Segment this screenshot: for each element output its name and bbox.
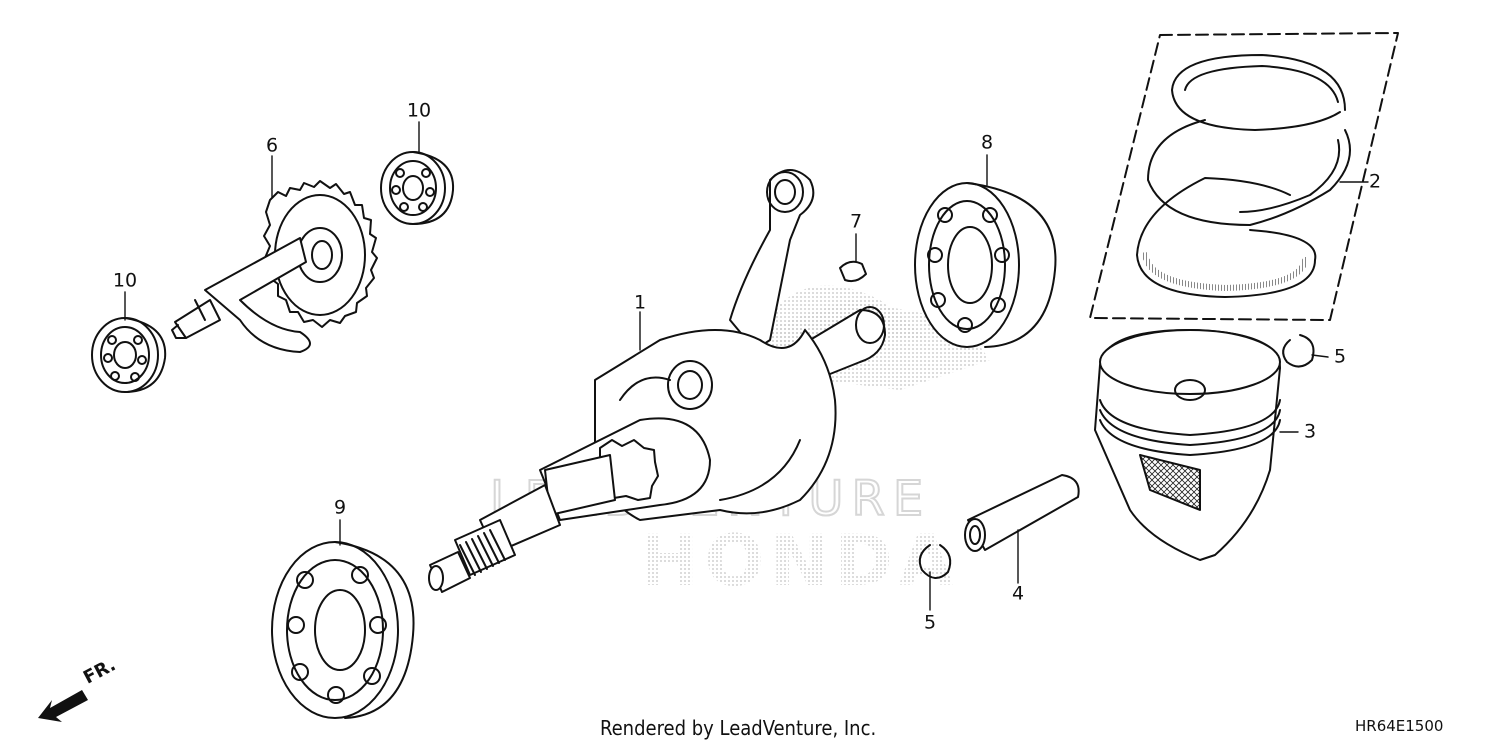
- part-piston-rings-2: [1089, 32, 1399, 321]
- render-credit: Rendered by LeadVenture, Inc.: [600, 716, 877, 740]
- part-bearing-9: [271, 541, 415, 719]
- callout-6: 6: [265, 134, 279, 157]
- callout-7: 7: [849, 210, 863, 233]
- callout-8: 8: [980, 131, 994, 154]
- callout-5-lower: 5: [923, 611, 937, 634]
- callout-10-left: 10: [112, 269, 138, 292]
- part-circlip-5-right: [1282, 334, 1315, 368]
- part-bearing-8: [914, 182, 1057, 348]
- part-piston-pin-4: [964, 474, 1080, 552]
- part-bearing-10-upper: [380, 151, 455, 225]
- part-crankshaft-1: [428, 169, 886, 593]
- callout-10-upper: 10: [406, 99, 432, 122]
- part-piston-3: [1094, 329, 1281, 561]
- callout-2: 2: [1368, 170, 1382, 193]
- callout-3: 3: [1303, 420, 1317, 443]
- part-bearing-10-left: [91, 317, 167, 393]
- callout-4: 4: [1011, 582, 1025, 605]
- front-direction-arrow-icon: [38, 690, 88, 722]
- leader-lines: [124, 121, 1369, 611]
- part-circlip-5-lower: [918, 544, 952, 579]
- callout-5-right: 5: [1333, 345, 1347, 368]
- part-key-7: [839, 260, 867, 283]
- callout-9: 9: [333, 496, 347, 519]
- watermark-brand-text: HONDA: [640, 520, 959, 602]
- callout-1: 1: [633, 291, 647, 314]
- diagram-code: HR64E1500: [1355, 717, 1444, 735]
- part-balancer-6: [171, 180, 378, 353]
